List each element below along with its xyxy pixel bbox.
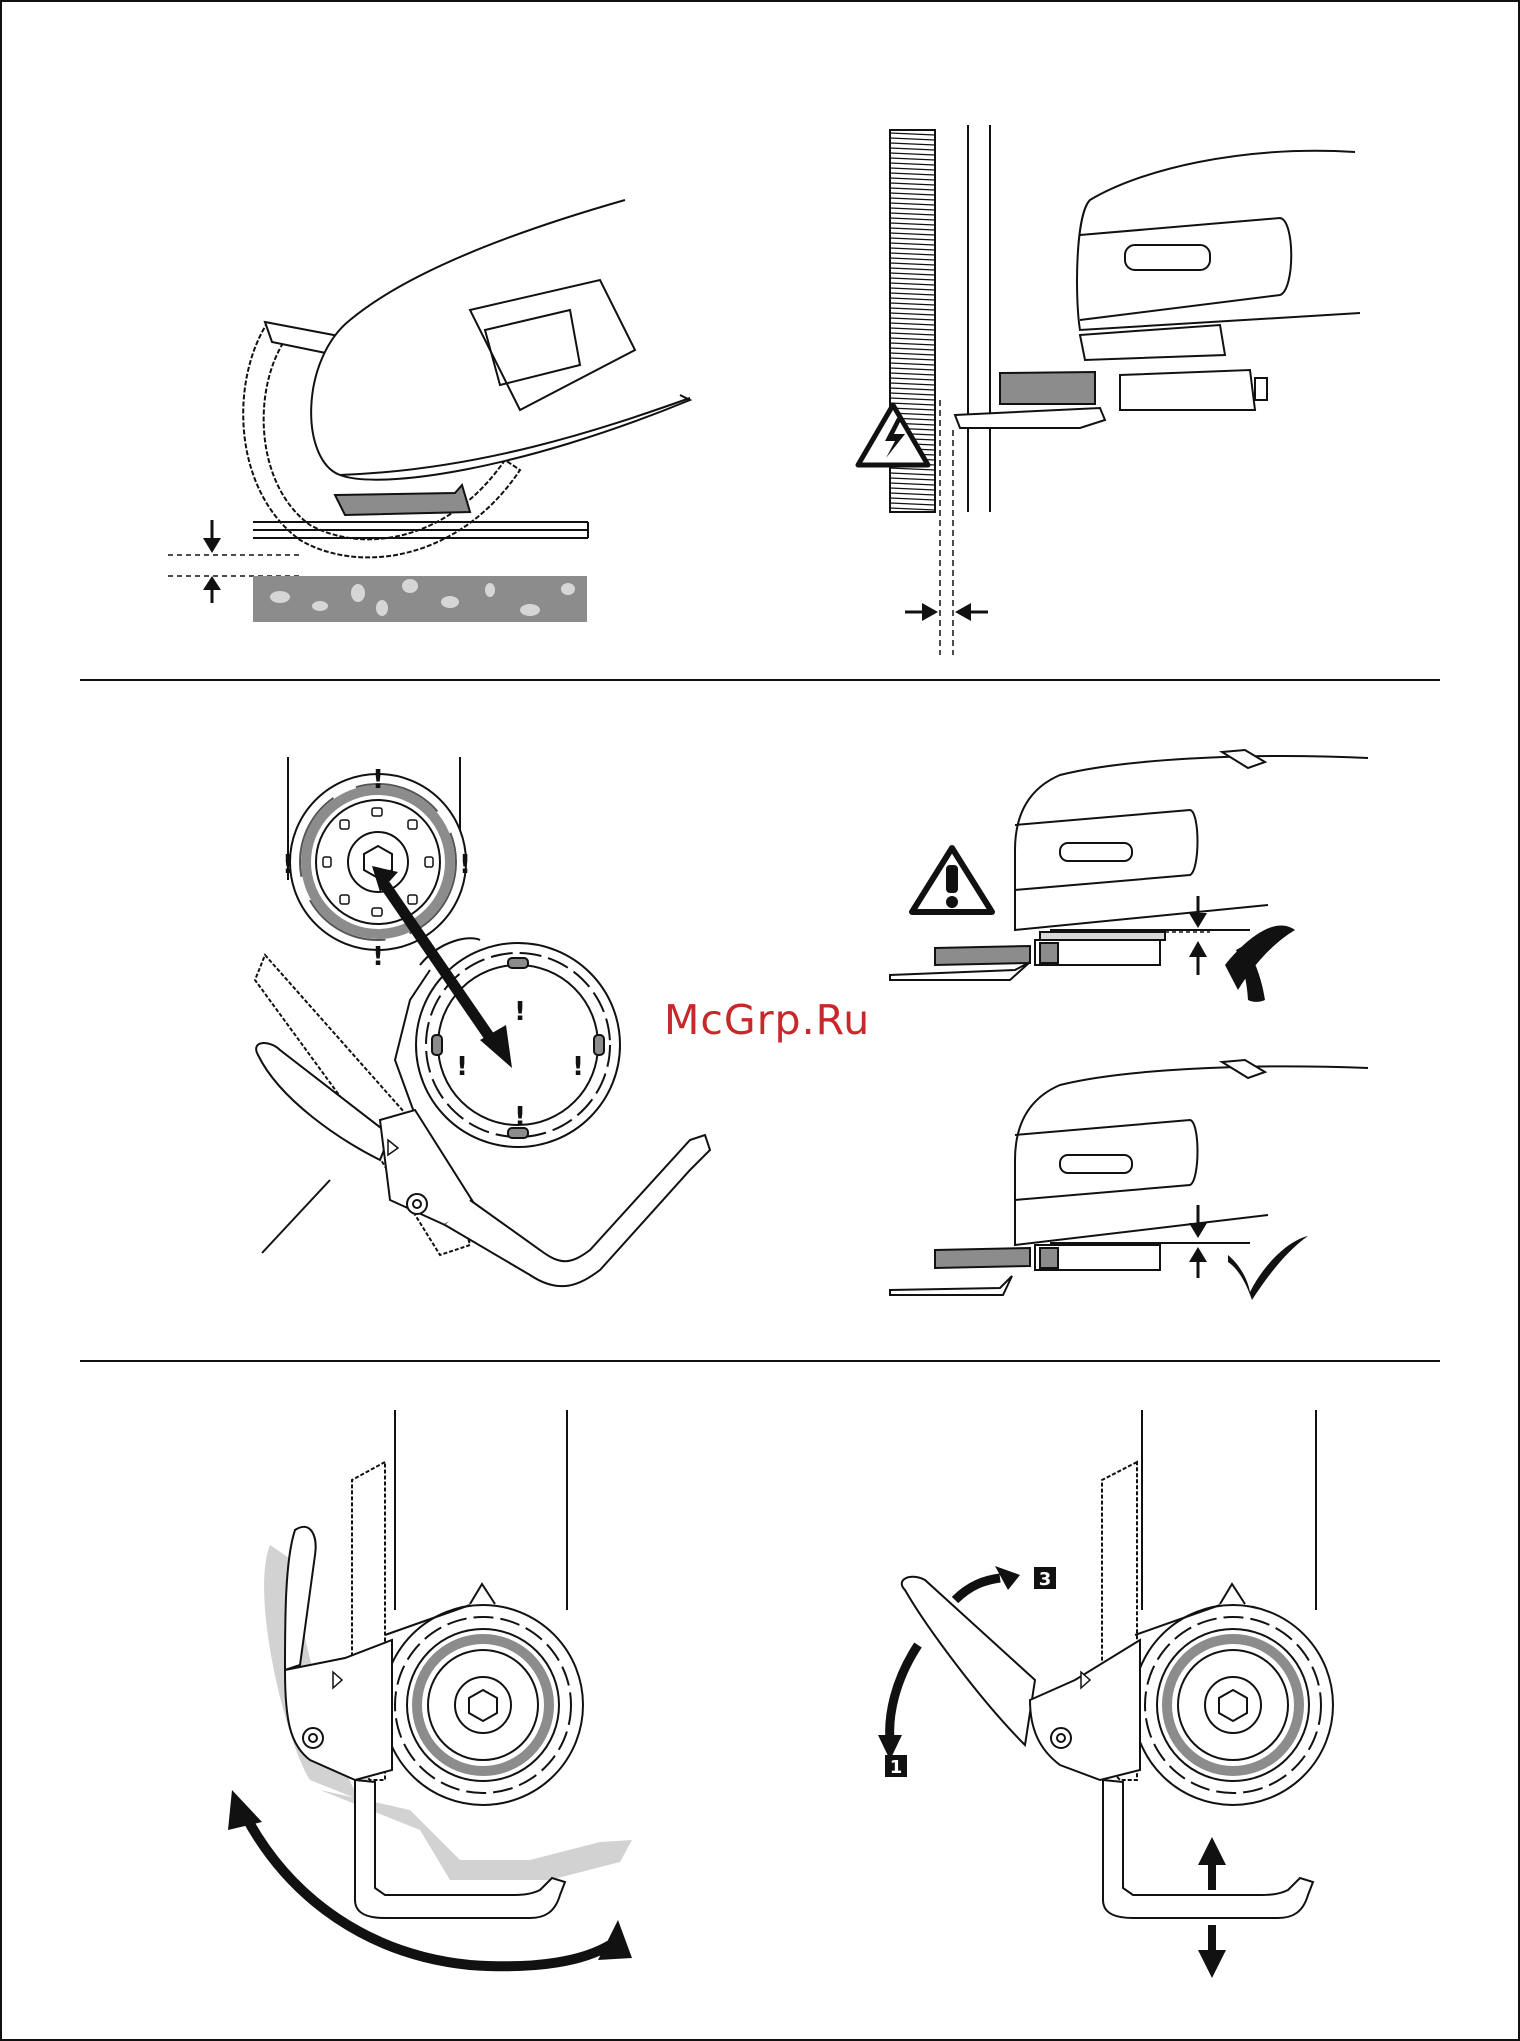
general-warning-icon <box>912 848 992 912</box>
lever-handle <box>445 1135 710 1286</box>
clamp-lever <box>902 1577 1035 1745</box>
step-number-1: 1 <box>890 1757 903 1778</box>
swing-arrow <box>228 1790 632 1966</box>
mark-bottom-flange: ! <box>372 942 384 972</box>
tool-foot <box>335 485 470 515</box>
step-label-3: 3 <box>1034 1567 1056 1590</box>
blade-holder <box>1000 372 1095 404</box>
mark-bottom-ring: ! <box>514 1102 526 1132</box>
mark-left-ring: ! <box>456 1052 468 1082</box>
mark-right-ring: ! <box>572 1052 584 1082</box>
clamp-lever <box>285 1527 316 1670</box>
tool-body <box>311 200 690 480</box>
depth-arrows <box>203 520 221 603</box>
watermark-text: McGrp.Ru <box>664 996 870 1044</box>
panel-accessory-seating <box>890 750 1368 1295</box>
check-icon <box>1228 1236 1308 1300</box>
panel-saw-blade-depth <box>168 200 690 622</box>
clearance-arrows <box>905 603 988 621</box>
panel-lever-release <box>902 1410 1333 1918</box>
mark-left-flange: ! <box>282 850 294 880</box>
cross-icon <box>1225 925 1295 1001</box>
step-number-3: 3 <box>1039 1569 1052 1590</box>
panel-lever-swing <box>264 1410 632 1918</box>
mark-top-flange: ! <box>372 765 384 795</box>
step-label-1: 1 <box>885 1755 907 1778</box>
panel-wall-clearance <box>890 125 1360 655</box>
stone-slab <box>253 576 587 622</box>
mark-top-ring: ! <box>514 997 526 1027</box>
mark-right-flange: ! <box>459 850 471 880</box>
